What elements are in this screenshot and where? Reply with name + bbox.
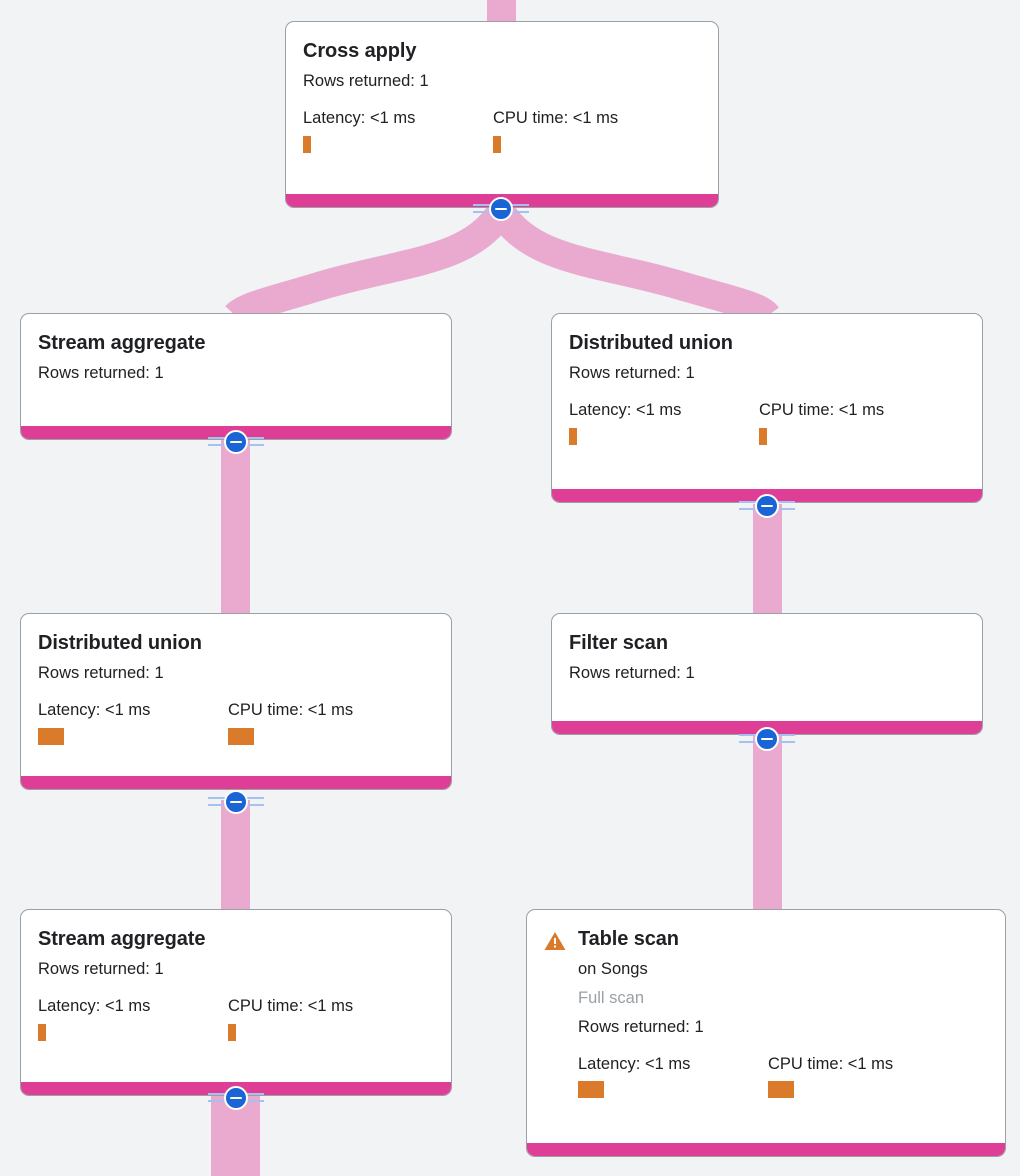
edge-crossapply-to-distributed-union: [488, 203, 779, 327]
node-content: Distributed union Rows returned: 1 Laten…: [38, 630, 434, 745]
metric-latency: Latency: <1 ms: [303, 109, 493, 153]
metric-cpu-bar: [768, 1081, 794, 1099]
node-subtitle: on Songs: [578, 960, 648, 978]
collapse-toggle-distributed-union-left[interactable]: [208, 789, 264, 815]
metric-cpu: CPU time: <1 ms: [759, 401, 884, 445]
plan-node-stream-aggregate-top[interactable]: Stream aggregate Rows returned: 1: [20, 313, 452, 440]
plan-node-cross-apply[interactable]: Cross apply Rows returned: 1 Latency: <1…: [285, 21, 719, 208]
node-content: Distributed union Rows returned: 1 Laten…: [569, 330, 965, 445]
node-metrics: Latency: <1 ms CPU time: <1 ms: [578, 1055, 988, 1099]
metric-latency-label: Latency: <1 ms: [303, 108, 416, 127]
toggle-lines: [208, 796, 264, 808]
node-title: Stream aggregate: [38, 332, 206, 354]
plan-node-distributed-union-left[interactable]: Distributed union Rows returned: 1 Laten…: [20, 613, 452, 790]
metric-latency-label: Latency: <1 ms: [569, 400, 682, 419]
collapse-toggle-cross-apply[interactable]: [473, 196, 529, 222]
node-content: Stream aggregate Rows returned: 1 Latenc…: [38, 926, 434, 1041]
metric-latency-bar: [38, 727, 64, 745]
edge-stream-aggregate-to-distributed-union: [221, 440, 250, 620]
metric-cpu-label: CPU time: <1 ms: [228, 996, 354, 1015]
node-body: Stream aggregate Rows returned: 1 Latenc…: [21, 910, 451, 1082]
collapse-toggle-stream-aggregate-bottom[interactable]: [208, 1085, 264, 1111]
node-metrics: Latency: <1 ms CPU time: <1 ms: [303, 109, 701, 153]
minus-circle-icon: [224, 790, 248, 814]
metric-cpu: CPU time: <1 ms: [768, 1055, 893, 1099]
node-rows-returned: Rows returned: 1: [569, 664, 695, 682]
metric-cpu-bar: [228, 727, 254, 745]
metric-latency-bar: [569, 427, 577, 445]
toggle-lines: [208, 436, 264, 448]
edge-distributed-union-to-filter-scan: [753, 504, 782, 620]
metric-latency-bar: [578, 1081, 604, 1099]
node-body: Distributed union Rows returned: 1 Laten…: [21, 614, 451, 776]
node-rows-returned: Rows returned: 1: [578, 1017, 704, 1036]
plan-node-filter-scan[interactable]: Filter scan Rows returned: 1: [551, 613, 983, 735]
node-title: Distributed union: [38, 632, 202, 654]
node-metrics: Latency: <1 ms CPU time: <1 ms: [38, 701, 434, 745]
node-body: Cross apply Rows returned: 1 Latency: <1…: [286, 22, 718, 194]
plan-node-table-scan[interactable]: Table scan on Songs Full scan Rows retur…: [526, 909, 1006, 1157]
metric-cpu-bar: [493, 135, 501, 153]
metric-latency: Latency: <1 ms: [38, 701, 228, 745]
node-body: Filter scan Rows returned: 1: [552, 614, 982, 721]
metric-cpu: CPU time: <1 ms: [228, 997, 353, 1041]
metric-latency-label: Latency: <1 ms: [38, 996, 151, 1015]
metric-cpu-label: CPU time: <1 ms: [768, 1054, 894, 1073]
edge-root-stub: [487, 0, 516, 22]
metric-latency-bar: [38, 1023, 46, 1041]
minus-circle-icon: [755, 494, 779, 518]
metric-cpu: CPU time: <1 ms: [493, 109, 618, 153]
node-title: Table scan: [578, 928, 679, 950]
edge-filter-scan-to-table-scan: [753, 736, 782, 912]
node-title: Filter scan: [569, 632, 668, 654]
node-title: Stream aggregate: [38, 928, 206, 950]
node-body: Distributed union Rows returned: 1 Laten…: [552, 314, 982, 489]
node-rows-returned: Rows returned: 1: [38, 664, 164, 682]
node-body: Stream aggregate Rows returned: 1: [21, 314, 451, 426]
node-status-bar: [21, 776, 451, 789]
warning-triangle-icon: [544, 932, 566, 950]
metric-cpu-bar: [228, 1023, 236, 1041]
collapse-toggle-stream-aggregate-top[interactable]: [208, 429, 264, 455]
node-content: Cross apply Rows returned: 1 Latency: <1…: [303, 38, 701, 153]
metric-cpu-label: CPU time: <1 ms: [493, 108, 619, 127]
toggle-lines: [739, 733, 795, 745]
metric-cpu-bar: [759, 427, 767, 445]
minus-circle-icon: [224, 1086, 248, 1110]
node-content: Stream aggregate Rows returned: 1: [38, 330, 434, 388]
node-rows-returned: Rows returned: 1: [38, 960, 164, 978]
toggle-lines: [739, 500, 795, 512]
metric-latency: Latency: <1 ms: [38, 997, 228, 1041]
node-content: Filter scan Rows returned: 1: [569, 630, 965, 688]
minus-circle-icon: [489, 197, 513, 221]
plan-node-stream-aggregate-bottom[interactable]: Stream aggregate Rows returned: 1 Latenc…: [20, 909, 452, 1096]
metric-latency-label: Latency: <1 ms: [578, 1054, 691, 1073]
metric-latency: Latency: <1 ms: [569, 401, 759, 445]
node-body: Table scan on Songs Full scan Rows retur…: [527, 910, 1005, 1143]
collapse-toggle-filter-scan[interactable]: [739, 726, 795, 752]
collapse-toggle-distributed-union-right[interactable]: [739, 493, 795, 519]
edge-crossapply-to-stream-aggregate: [225, 203, 514, 327]
node-title: Distributed union: [569, 332, 733, 354]
warning-slot: [544, 926, 578, 951]
node-rows-returned: Rows returned: 1: [38, 364, 164, 382]
edge-distributed-union-to-stream-aggregate: [221, 800, 250, 912]
node-rows-returned: Rows returned: 1: [303, 72, 429, 90]
node-title: Cross apply: [303, 40, 417, 62]
node-content: Table scan on Songs Full scan Rows retur…: [578, 926, 988, 1099]
node-status-bar: [527, 1143, 1005, 1156]
metric-latency: Latency: <1 ms: [578, 1055, 768, 1099]
node-rows-returned: Rows returned: 1: [569, 364, 695, 382]
node-scan-type: Full scan: [578, 988, 645, 1007]
metric-latency-bar: [303, 135, 311, 153]
minus-circle-icon: [224, 430, 248, 454]
metric-latency-label: Latency: <1 ms: [38, 700, 151, 719]
metric-cpu-label: CPU time: <1 ms: [228, 700, 354, 719]
metric-cpu-label: CPU time: <1 ms: [759, 400, 885, 419]
node-metrics: Latency: <1 ms CPU time: <1 ms: [38, 997, 434, 1041]
metric-cpu: CPU time: <1 ms: [228, 701, 353, 745]
plan-node-distributed-union-right[interactable]: Distributed union Rows returned: 1 Laten…: [551, 313, 983, 503]
minus-circle-icon: [755, 727, 779, 751]
node-metrics: Latency: <1 ms CPU time: <1 ms: [569, 401, 965, 445]
